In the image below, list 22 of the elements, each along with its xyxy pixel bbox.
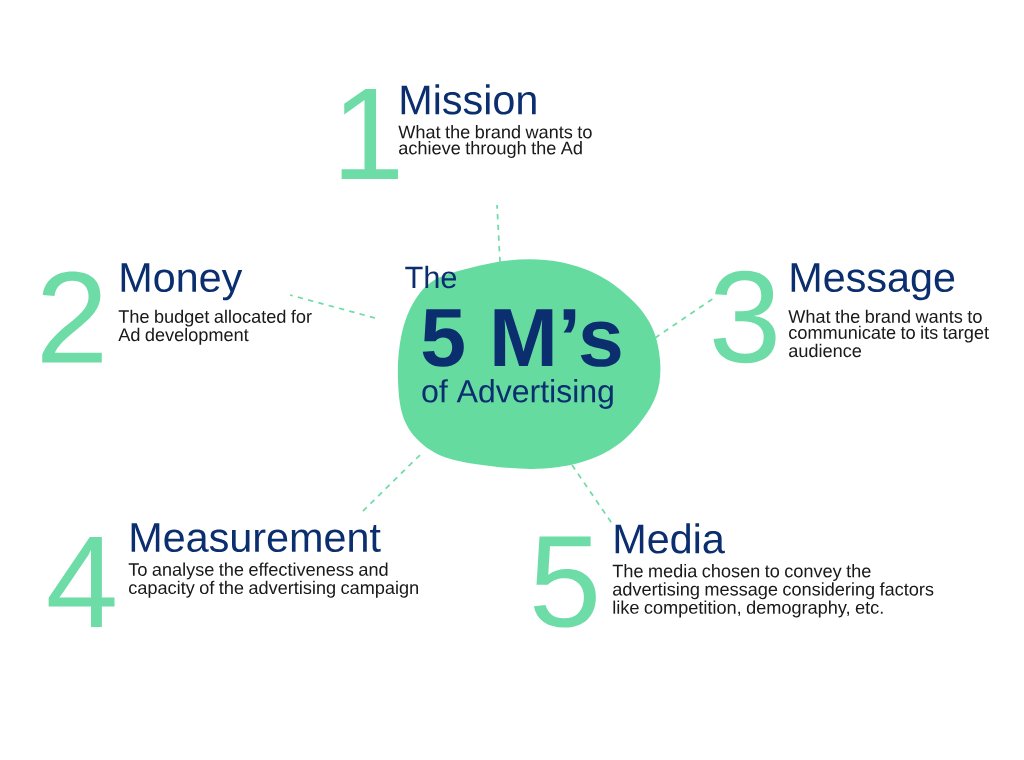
title-text: of Advertising	[422, 379, 613, 409]
number: 2	[42, 271, 102, 363]
title-text: 5 M’s	[422, 309, 621, 367]
description: What the brand wants to achieve through the Ad	[398, 125, 592, 158]
dashed-line	[289, 294, 376, 319]
description: What the brand wants to communicate to its target audience	[788, 309, 989, 358]
dashed-line	[361, 454, 421, 513]
description: To analyse the effectiveness and capacity of the advertising campaign	[128, 562, 418, 598]
dashed-line	[496, 204, 501, 263]
heading: Money	[121, 263, 243, 301]
number: 4	[48, 537, 115, 627]
description: The media chosen to convey the advertising message considering factors like competition, demography, etc.	[612, 564, 934, 618]
heading: Media	[615, 523, 725, 554]
dashed-line	[654, 297, 715, 339]
number: 5	[533, 536, 596, 628]
heading: Mission	[401, 84, 536, 115]
number: 3	[713, 270, 776, 364]
heading: Measurement	[131, 523, 381, 553]
heading: Message	[791, 263, 955, 301]
dashed-line	[571, 464, 614, 526]
description: The budget allocated for Ad development	[118, 309, 312, 345]
number: 1	[341, 89, 398, 179]
